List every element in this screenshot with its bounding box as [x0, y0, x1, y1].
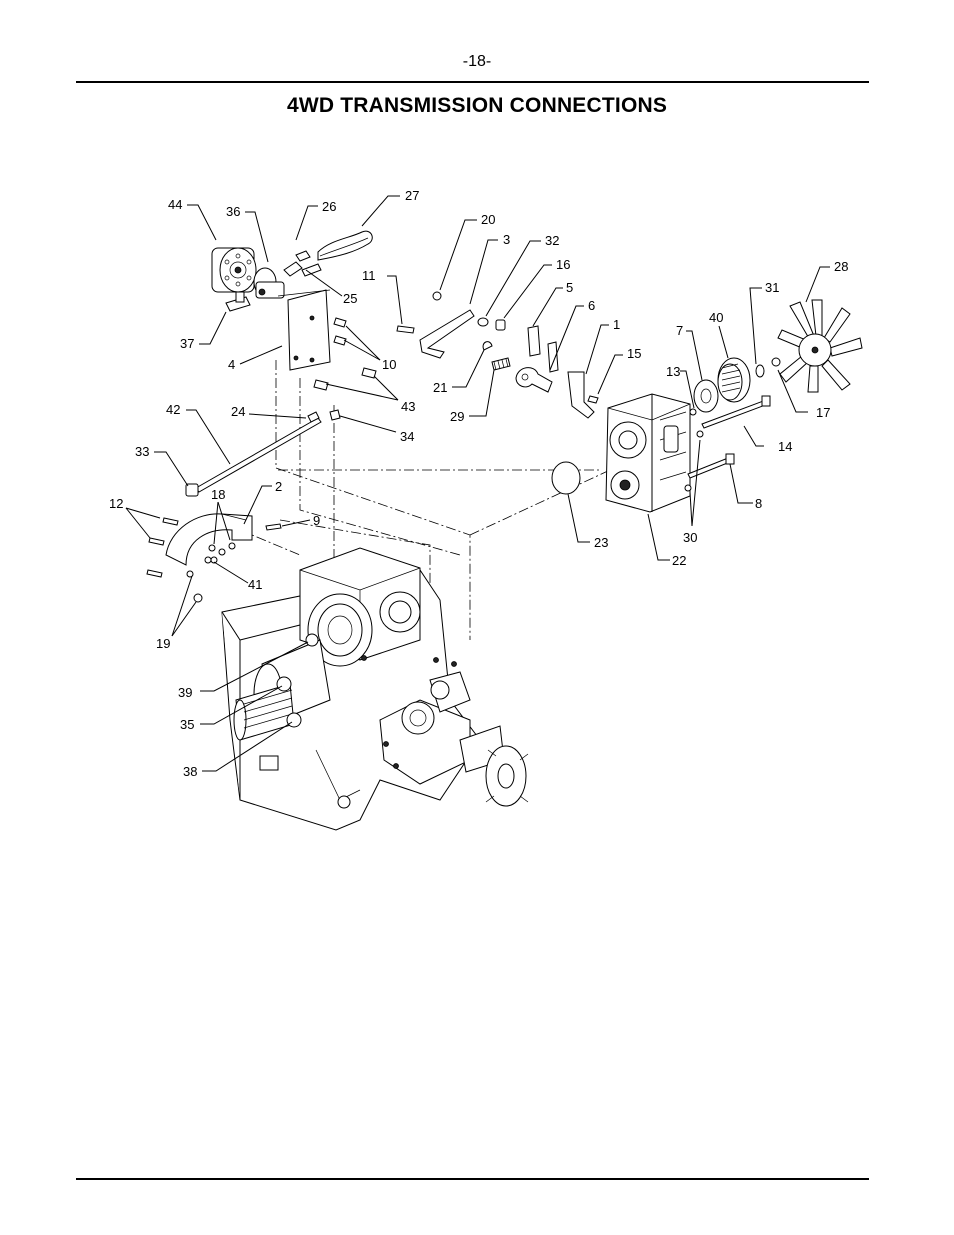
- callout-7: 7: [676, 323, 683, 338]
- callout-39: 39: [178, 685, 192, 700]
- callout-28: 28: [834, 259, 848, 274]
- footer-rule: [76, 1178, 869, 1180]
- drive-rod: [185, 409, 341, 497]
- callout-18: 18: [211, 487, 225, 502]
- mount-bracket: [146, 513, 282, 603]
- callout-22: 22: [672, 553, 686, 568]
- callout-21: 21: [433, 380, 447, 395]
- cooling-fan: [777, 299, 863, 393]
- callout-26: 26: [322, 199, 336, 214]
- callout-29: 29: [450, 409, 464, 424]
- fitting-37: [225, 291, 251, 312]
- callout-36: 36: [226, 204, 240, 219]
- leader-lines: [125, 195, 830, 772]
- callout-38: 38: [183, 764, 197, 779]
- bolts-43: [313, 367, 377, 391]
- callout-31: 31: [765, 280, 779, 295]
- callout-9: 9: [313, 513, 320, 528]
- callout-37: 37: [180, 336, 194, 351]
- header-rule: [76, 81, 869, 83]
- oil-filter: [211, 247, 257, 293]
- callout-44: 44: [168, 197, 182, 212]
- mounting-plate: [277, 289, 331, 371]
- callout-14: 14: [778, 439, 792, 454]
- callout-34: 34: [400, 429, 414, 444]
- callout-13: 13: [666, 364, 680, 379]
- callout-19: 19: [156, 636, 170, 651]
- callout-41: 41: [248, 577, 262, 592]
- callout-42: 42: [166, 402, 180, 417]
- callout-20: 20: [481, 212, 495, 227]
- callout-23: 23: [594, 535, 608, 550]
- callout-4: 4: [228, 357, 235, 372]
- callout-10: 10: [382, 357, 396, 372]
- hydrostatic-pump: [605, 393, 691, 513]
- pulley-assembly: [693, 357, 781, 413]
- callout-24: 24: [231, 404, 245, 419]
- callout-32: 32: [545, 233, 559, 248]
- callout-2: 2: [275, 479, 282, 494]
- callout-30: 30: [683, 530, 697, 545]
- bolts-10: [333, 317, 347, 346]
- callout-17: 17: [816, 405, 830, 420]
- callout-25: 25: [343, 291, 357, 306]
- callout-1: 1: [613, 317, 620, 332]
- callout-12: 12: [109, 496, 123, 511]
- hydraulic-hose: [317, 230, 373, 261]
- filter-adapter: [253, 250, 322, 299]
- callout-16: 16: [556, 257, 570, 272]
- o-ring: [551, 461, 581, 495]
- callout-6: 6: [588, 298, 595, 313]
- callout-15: 15: [627, 346, 641, 361]
- transaxle-housing: [221, 547, 529, 831]
- long-bolts: [684, 395, 771, 492]
- callout-43: 43: [401, 399, 415, 414]
- callout-11: 11: [362, 268, 376, 283]
- callout-35: 35: [180, 717, 194, 732]
- callout-27: 27: [405, 188, 419, 203]
- page-number: -18-: [462, 53, 492, 70]
- callout-labels: 44 36 26 27 20 3 32 16 11 5 25 6 28 31 4…: [109, 188, 848, 779]
- callout-33: 33: [135, 444, 149, 459]
- page-title: 4WD TRANSMISSION CONNECTIONS: [286, 94, 668, 117]
- callout-5: 5: [566, 280, 573, 295]
- callout-3: 3: [503, 232, 510, 247]
- callout-8: 8: [755, 496, 762, 511]
- control-linkage: [396, 291, 599, 419]
- alignment-lines: [239, 360, 611, 640]
- callout-40: 40: [709, 310, 723, 325]
